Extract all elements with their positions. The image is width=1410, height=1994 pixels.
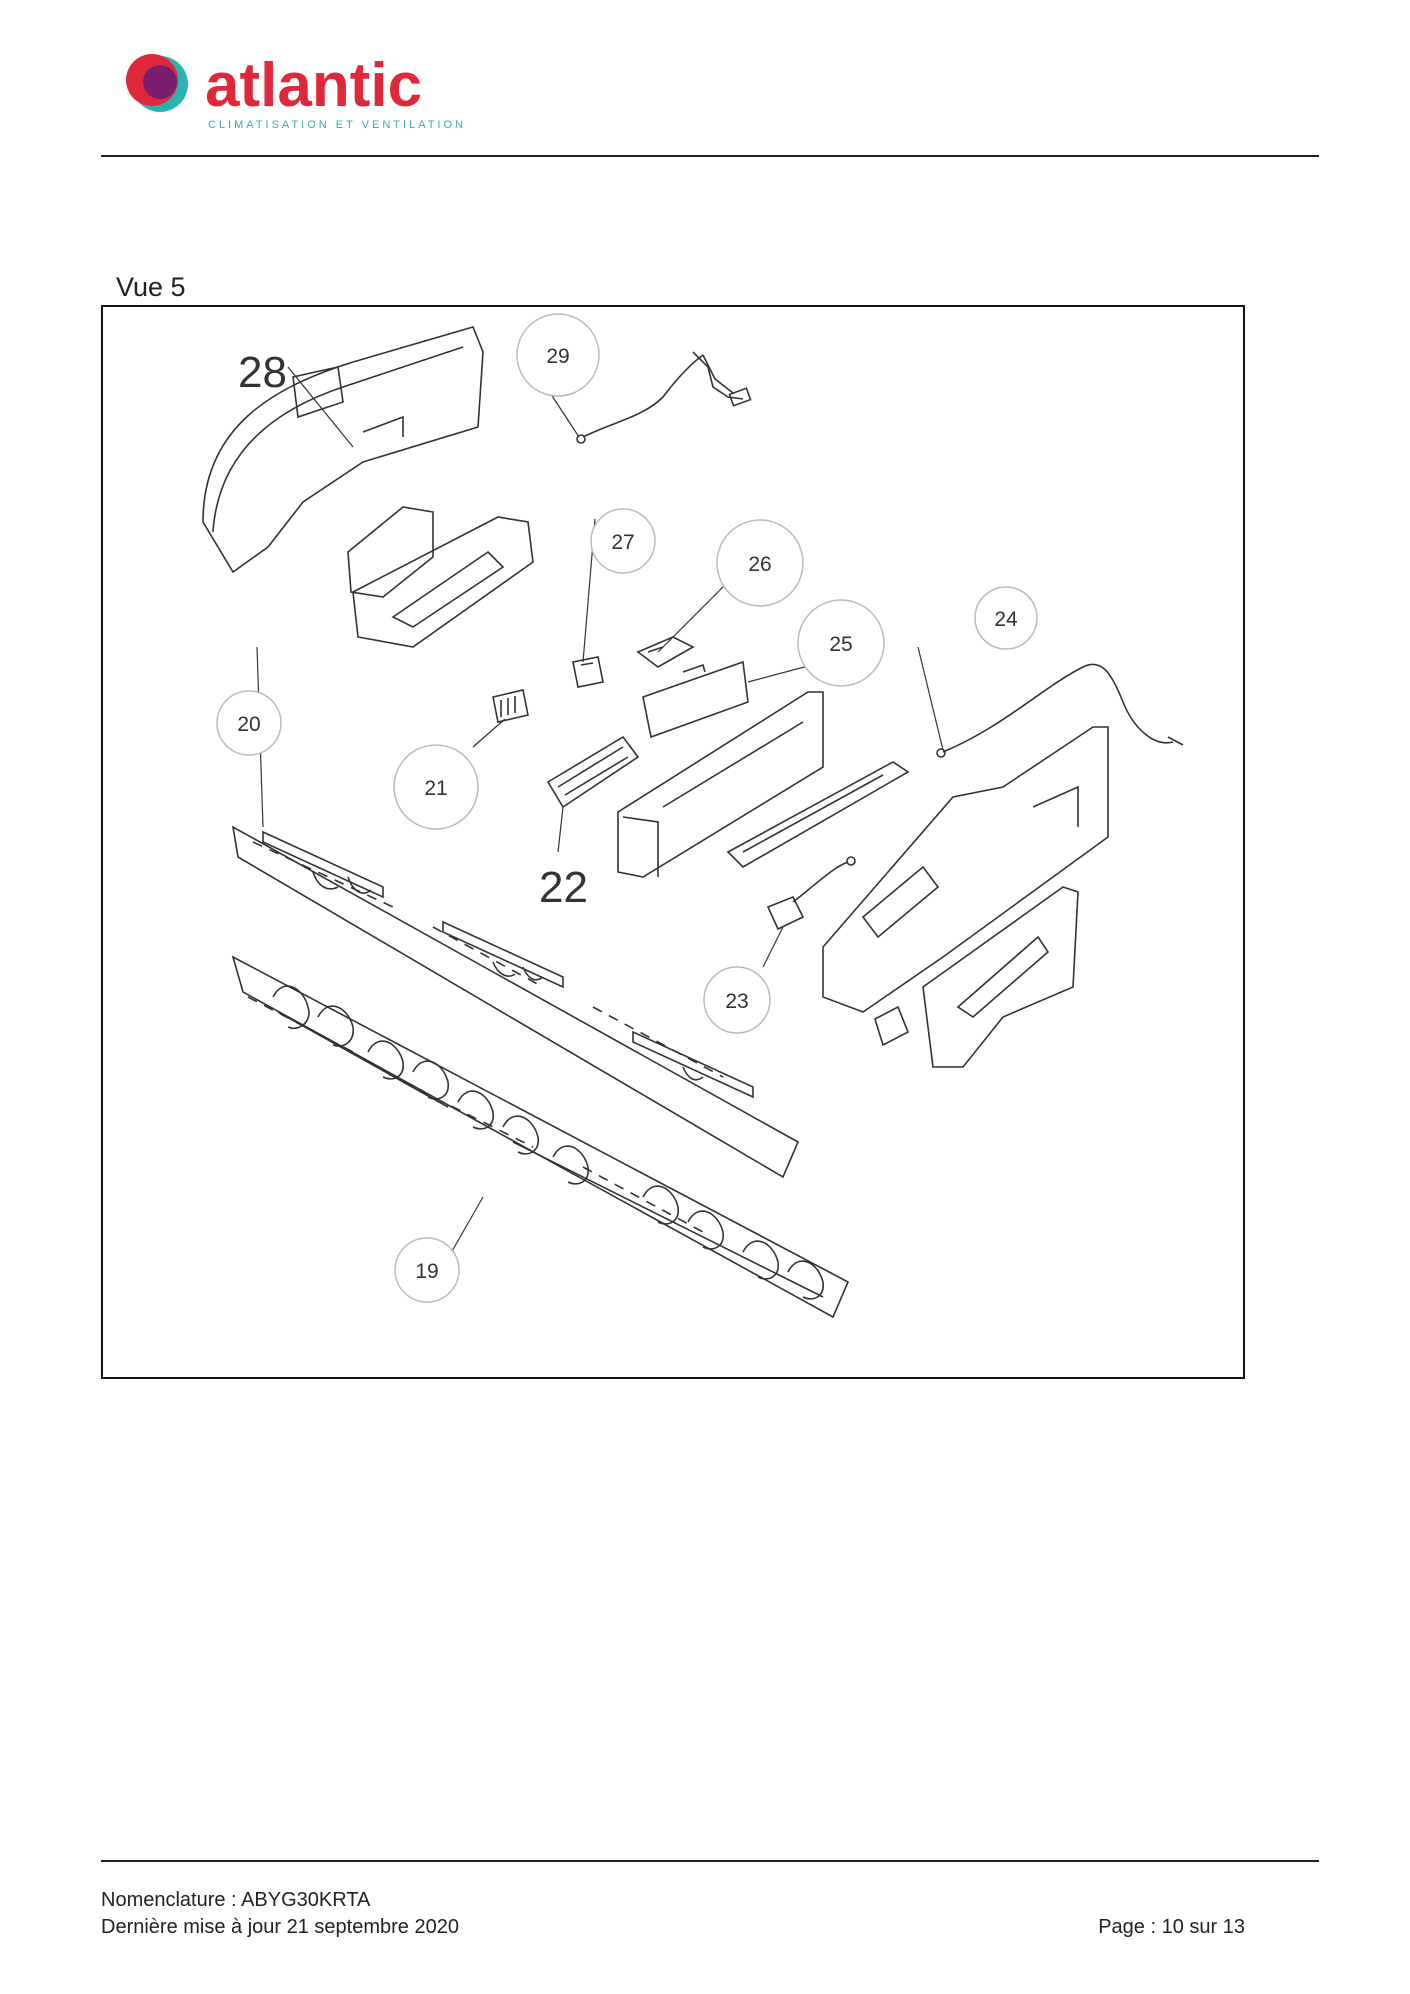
svg-text:25: 25 [829, 633, 852, 656]
part-bracket-frame [347, 506, 534, 648]
svg-text:26: 26 [748, 553, 771, 576]
callout-20: 20 [216, 690, 282, 756]
part-29-cable [576, 351, 752, 444]
svg-text:23: 23 [725, 990, 748, 1013]
svg-text:29: 29 [546, 345, 569, 368]
footer-last-update: Dernière mise à jour 21 septembre 2020 [101, 1916, 459, 1938]
part-drain-pan [922, 886, 1079, 1068]
callout-24: 24 [974, 586, 1038, 650]
callout-19: 19 [394, 1237, 460, 1303]
svg-text:20: 20 [237, 713, 260, 736]
part-28-side-cover [202, 326, 484, 574]
view-title: Vue 5 [116, 272, 186, 302]
part-25-board [642, 660, 749, 739]
logo-circle-purple [143, 65, 177, 99]
callout-26: 26 [716, 519, 804, 607]
svg-text:27: 27 [611, 531, 634, 554]
part-side-panel [822, 726, 1109, 1013]
leader-lines [256, 366, 944, 1268]
part-27-component [572, 656, 604, 688]
callout-29: 29 [516, 313, 600, 397]
part-small-bracket [874, 1005, 910, 1047]
callout-23: 23 [703, 966, 771, 1034]
svg-text:24: 24 [994, 608, 1018, 631]
part-19-louver-assembly [231, 955, 850, 1319]
exploded-view-frame: 29 27 26 25 24 20 21 23 [101, 305, 1245, 1379]
leader-22 [557, 806, 564, 853]
callout-21: 21 [393, 744, 479, 830]
part-23-motor [766, 856, 856, 931]
callout-25: 25 [797, 599, 885, 687]
part-20-strip-assembly [231, 825, 800, 1179]
part-21-connector [492, 689, 529, 723]
footer-nomenclature: Nomenclature : ABYG30KRTA [101, 1889, 371, 1911]
leader-21 [472, 718, 506, 748]
part-chassis-plate [617, 691, 824, 878]
part-rail [726, 761, 910, 868]
logo-tagline: CLIMATISATION ET VENTILATION [208, 119, 466, 131]
part-26-board [636, 636, 695, 668]
svg-text:19: 19 [415, 1260, 438, 1283]
footer-page-number: Page : 10 sur 13 [1098, 1916, 1245, 1938]
exploded-view-diagram: 29 27 26 25 24 20 21 23 [202, 313, 1184, 1319]
label-22: 22 [539, 863, 588, 912]
atlantic-logo: atlantic CLIMATISATION ET VENTILATION [120, 44, 490, 134]
part-22-control-board [546, 735, 640, 809]
label-28: 28 [238, 348, 287, 397]
logo-wordmark: atlantic [205, 51, 422, 120]
svg-text:21: 21 [424, 777, 447, 800]
callout-27: 27 [590, 508, 656, 574]
leader-24 [917, 646, 944, 751]
header-rule [101, 155, 1319, 157]
leader-28 [287, 366, 354, 448]
logo-mark: atlantic CLIMATISATION ET VENTILATION [126, 51, 466, 131]
footer-rule [101, 1860, 1319, 1862]
part-24-cable [936, 663, 1184, 758]
leader-23 [762, 926, 784, 968]
